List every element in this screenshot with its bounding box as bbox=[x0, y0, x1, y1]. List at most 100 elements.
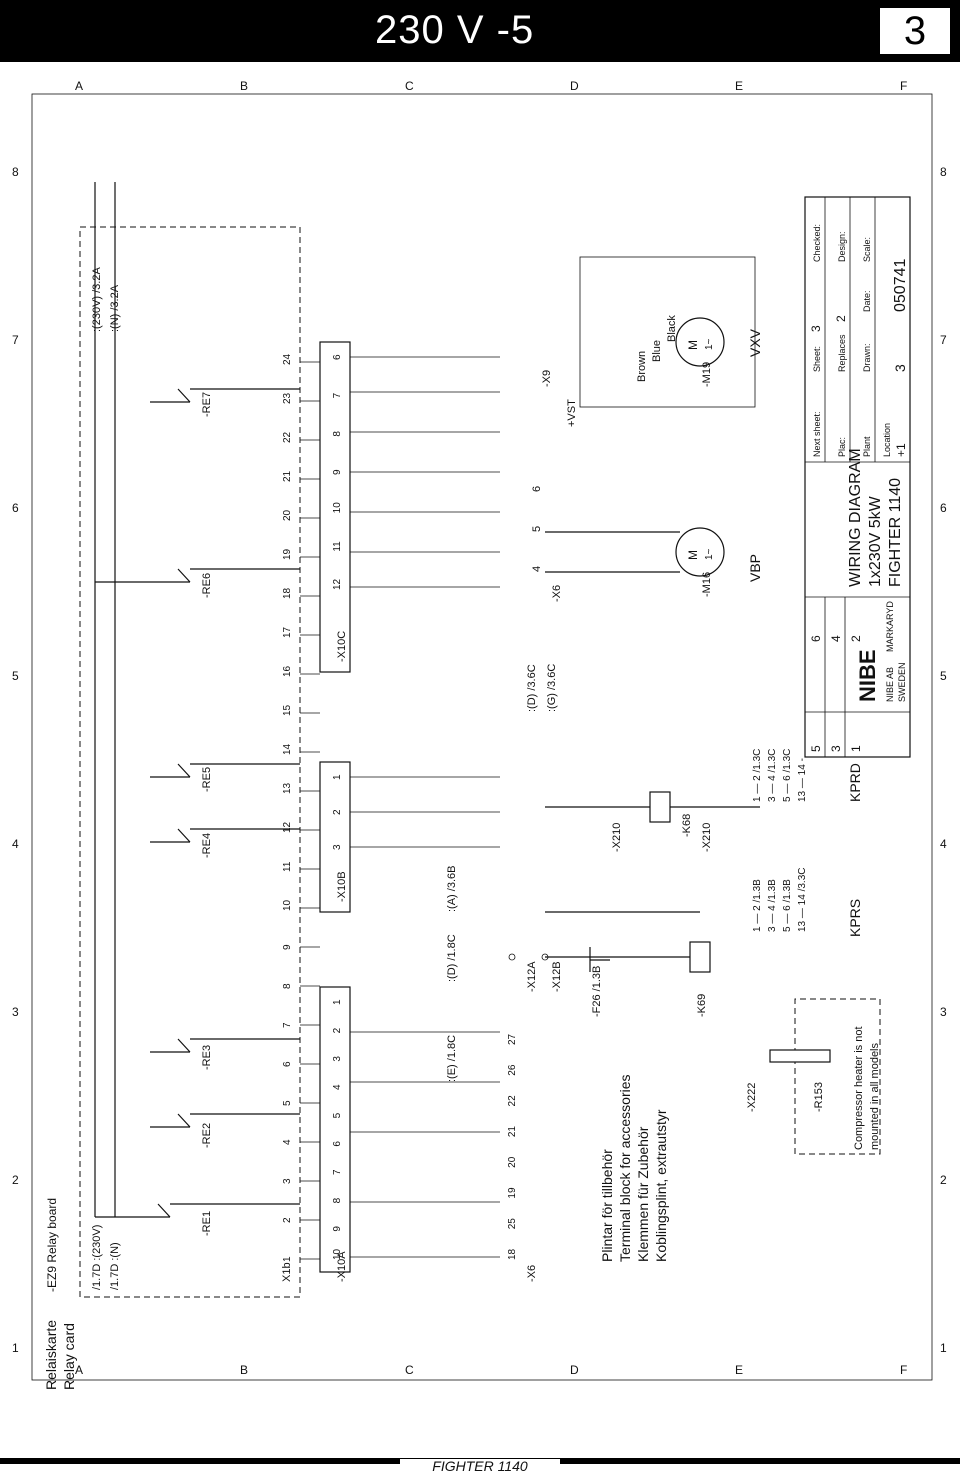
vst-enclosure bbox=[579, 256, 756, 408]
m16-phase-symbol: 1~ bbox=[704, 548, 715, 560]
x12b-label: -X12B bbox=[551, 961, 563, 992]
grid-col-marker-left: 4 bbox=[12, 837, 19, 851]
relay-card-note-en: Relay card bbox=[61, 1323, 77, 1390]
svg-text:Scale:: Scale: bbox=[862, 237, 872, 262]
x10c-label: -X10C bbox=[336, 631, 348, 662]
x10c-pin-number: 12 bbox=[332, 578, 343, 590]
svg-text:1 — 2 /1.3B: 1 — 2 /1.3B bbox=[752, 879, 763, 932]
f26-pressostat: -F26 /1.3B bbox=[589, 947, 610, 1017]
relay-re3-label: -RE3 bbox=[201, 1045, 213, 1070]
svg-text:+1: +1 bbox=[894, 443, 908, 457]
x10a-pin-number: 7 bbox=[332, 1169, 343, 1175]
x1b-pin-number: 18 bbox=[282, 587, 293, 599]
kprs-contacts: 1 — 2 /1.3B 3 — 4 /1.3B 5 — 6 /1.3B 13 —… bbox=[752, 868, 863, 937]
grid-row-marker-top: C bbox=[405, 79, 414, 93]
svg-text:2: 2 bbox=[849, 635, 863, 642]
x10c-pin-number: 6 bbox=[332, 354, 343, 360]
diagram-title: WIRING DIAGRAM bbox=[847, 448, 864, 587]
x10c-pin-number: 7 bbox=[332, 392, 343, 398]
k68-coil bbox=[649, 791, 671, 823]
x1b-pin-number: 2 bbox=[282, 1217, 293, 1223]
x1b-pin-number: 9 bbox=[282, 944, 293, 950]
grid-col-marker-left: 3 bbox=[12, 1005, 19, 1019]
svg-text:3: 3 bbox=[809, 325, 823, 332]
svg-text:Location: Location bbox=[882, 423, 892, 457]
m16-label: -M16 bbox=[701, 572, 713, 597]
ref-d2: :(D) /3.6C bbox=[526, 664, 538, 712]
x10b-pin-number: 2 bbox=[332, 809, 343, 815]
x10b-block bbox=[319, 761, 351, 913]
grid-row-marker-top: F bbox=[900, 79, 907, 93]
relay-re6: -RE6 bbox=[95, 568, 300, 598]
x1b-pin-number: 8 bbox=[282, 983, 293, 989]
relay-re5: -RE5 bbox=[150, 763, 300, 792]
grid-col-marker-left: 1 bbox=[12, 1341, 19, 1355]
svg-text:MARKARYD: MARKARYD bbox=[885, 601, 895, 652]
grid-col-marker-right: 4 bbox=[940, 837, 947, 851]
relay-re7-label: -RE7 bbox=[201, 392, 213, 417]
x10c-pin-number: 10 bbox=[332, 502, 343, 514]
grid-col-marker-left: 5 bbox=[12, 669, 19, 683]
x1b-pin-number: 3 bbox=[282, 1178, 293, 1184]
svg-text:4: 4 bbox=[829, 635, 843, 642]
x1b-pin-number: 6 bbox=[282, 1061, 293, 1067]
x222-label: -X222 bbox=[746, 1083, 758, 1112]
m19-wire-blue: Blue bbox=[651, 340, 663, 362]
grid-row-marker-bottom: E bbox=[735, 1363, 743, 1377]
x9-label: -X9 bbox=[541, 370, 553, 387]
terminal-note-sv: Plintar för tillbehör bbox=[599, 1149, 615, 1262]
x1b-pin-number: 22 bbox=[282, 431, 293, 443]
terminal-note-no: Koblingsplint, extrautstyr bbox=[653, 1109, 669, 1262]
x6-pin-number: 18 bbox=[507, 1248, 518, 1260]
x10b-pins: 321 bbox=[332, 774, 343, 850]
x6b-pins: 456 bbox=[531, 486, 543, 572]
supply-ref-l: /1.7D :(230V) bbox=[91, 1225, 103, 1290]
relay-card-note-de: Relaiskarte bbox=[43, 1320, 59, 1390]
svg-text:13 — 14 /3.3C: 13 — 14 /3.3C bbox=[797, 868, 808, 932]
x10b-pin-number: 1 bbox=[332, 774, 343, 780]
m19-m-symbol: M bbox=[686, 340, 700, 350]
m16-m-symbol: M bbox=[686, 550, 700, 560]
svg-text:2: 2 bbox=[834, 315, 848, 322]
x10a-label: -X10A bbox=[336, 1251, 348, 1282]
vxv-label: VXV bbox=[747, 328, 763, 357]
m19-motor bbox=[675, 317, 725, 367]
m19-label: -M19 bbox=[701, 362, 713, 387]
x12a-label: -X12A bbox=[526, 961, 538, 992]
relay-re7: -RE7 bbox=[150, 388, 300, 417]
grid-row-marker-bottom: A bbox=[75, 1363, 83, 1377]
svg-text:6: 6 bbox=[809, 635, 823, 642]
page-header: 230 V -5 3 bbox=[0, 0, 960, 62]
x10a-pin-number: 4 bbox=[332, 1084, 343, 1090]
x10a-pin-number: 9 bbox=[332, 1226, 343, 1232]
grid-row-marker-top: B bbox=[240, 79, 248, 93]
x1b-pin-number: 17 bbox=[282, 626, 293, 638]
x1b-pin-number: 5 bbox=[282, 1100, 293, 1106]
x10a-pin-number: 6 bbox=[332, 1141, 343, 1147]
svg-text:3 — 4 /1.3C: 3 — 4 /1.3C bbox=[767, 749, 778, 802]
svg-text:Date:: Date: bbox=[862, 290, 872, 312]
grid-col-marker-left: 8 bbox=[12, 165, 19, 179]
k69-coil bbox=[689, 941, 711, 973]
grid-row-marker-top: D bbox=[570, 79, 579, 93]
x10a-block bbox=[319, 986, 351, 1273]
x210-label-bottom: -X210 bbox=[701, 823, 713, 852]
page-title: 230 V -5 bbox=[375, 8, 535, 52]
x10a-pin-number: 8 bbox=[332, 1197, 343, 1203]
relay-re2: -RE2 bbox=[150, 1113, 300, 1148]
grid-row-marker-top: E bbox=[735, 79, 743, 93]
k69-label: -K69 bbox=[696, 994, 708, 1017]
grid-row-marker-bottom: F bbox=[900, 1363, 907, 1377]
grid-col-marker-right: 7 bbox=[940, 333, 947, 347]
m19-wire-brown: Brown bbox=[636, 351, 648, 382]
relay-board-label: -EZ9 Relay board bbox=[45, 1198, 59, 1292]
x10a-pin-number: 3 bbox=[332, 1056, 343, 1062]
svg-text:Plant: Plant bbox=[862, 436, 872, 457]
title-block: 5 3 1 6 4 2 NIBE NIBE AB MARKARYD SWEDEN… bbox=[804, 196, 911, 758]
x6-pin-number: 19 bbox=[507, 1187, 518, 1199]
svg-text:Replaces: Replaces bbox=[837, 334, 847, 372]
